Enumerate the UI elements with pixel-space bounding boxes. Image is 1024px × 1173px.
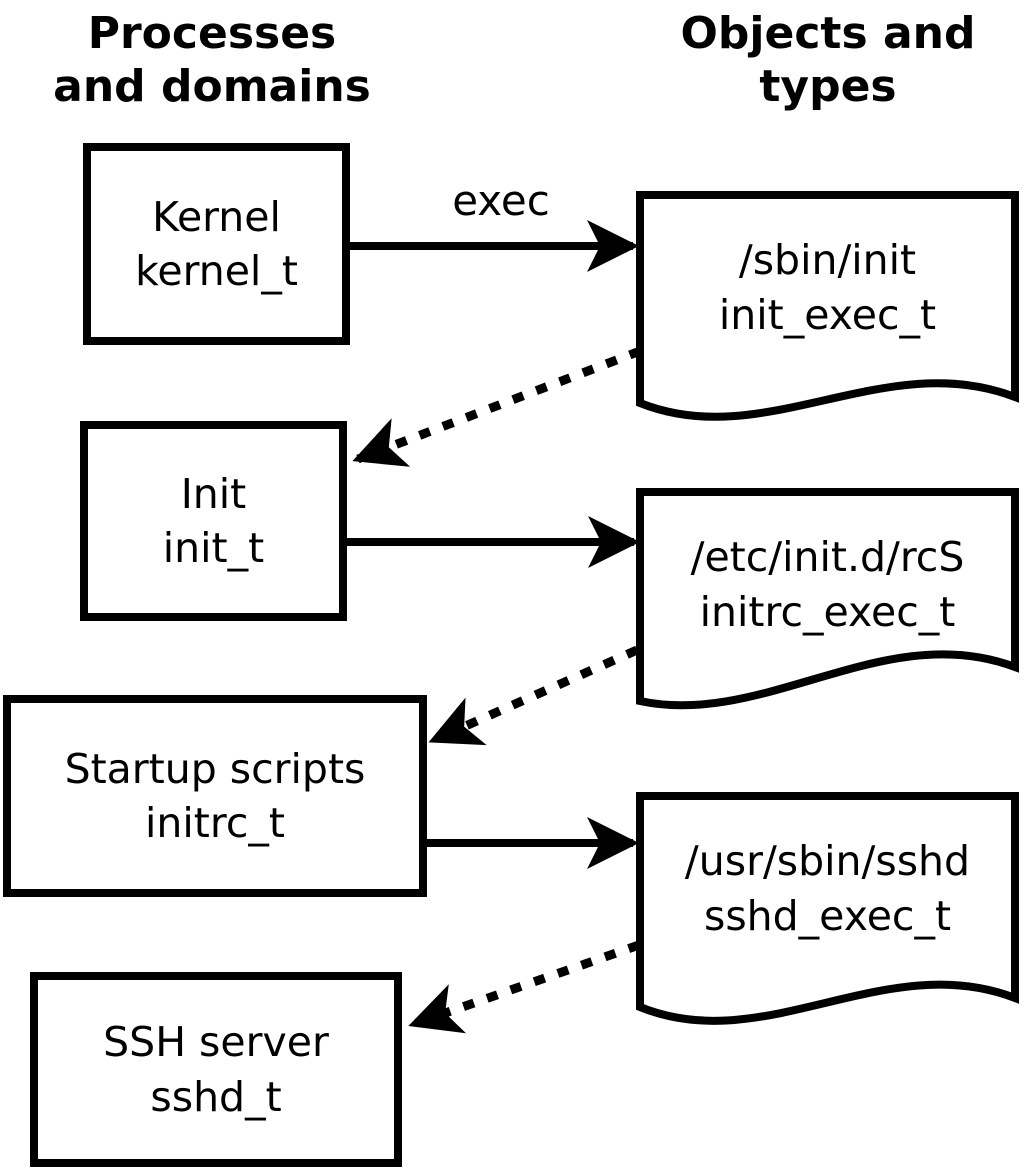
ssh-server-box xyxy=(30,972,402,1167)
transition-arrow-rcs-to-startup xyxy=(428,645,639,746)
kernel-box xyxy=(83,143,350,345)
usr-sbin-sshd-document xyxy=(636,792,1019,1025)
etc-initd-rcs-document xyxy=(636,488,1019,710)
startup-scripts-box xyxy=(3,695,427,897)
transition-arrow-sbin-init-to-init xyxy=(352,346,642,467)
init-box xyxy=(80,421,347,621)
transition-arrow-sshd-to-sshserver xyxy=(408,940,641,1034)
sbin-init-document xyxy=(636,191,1019,421)
